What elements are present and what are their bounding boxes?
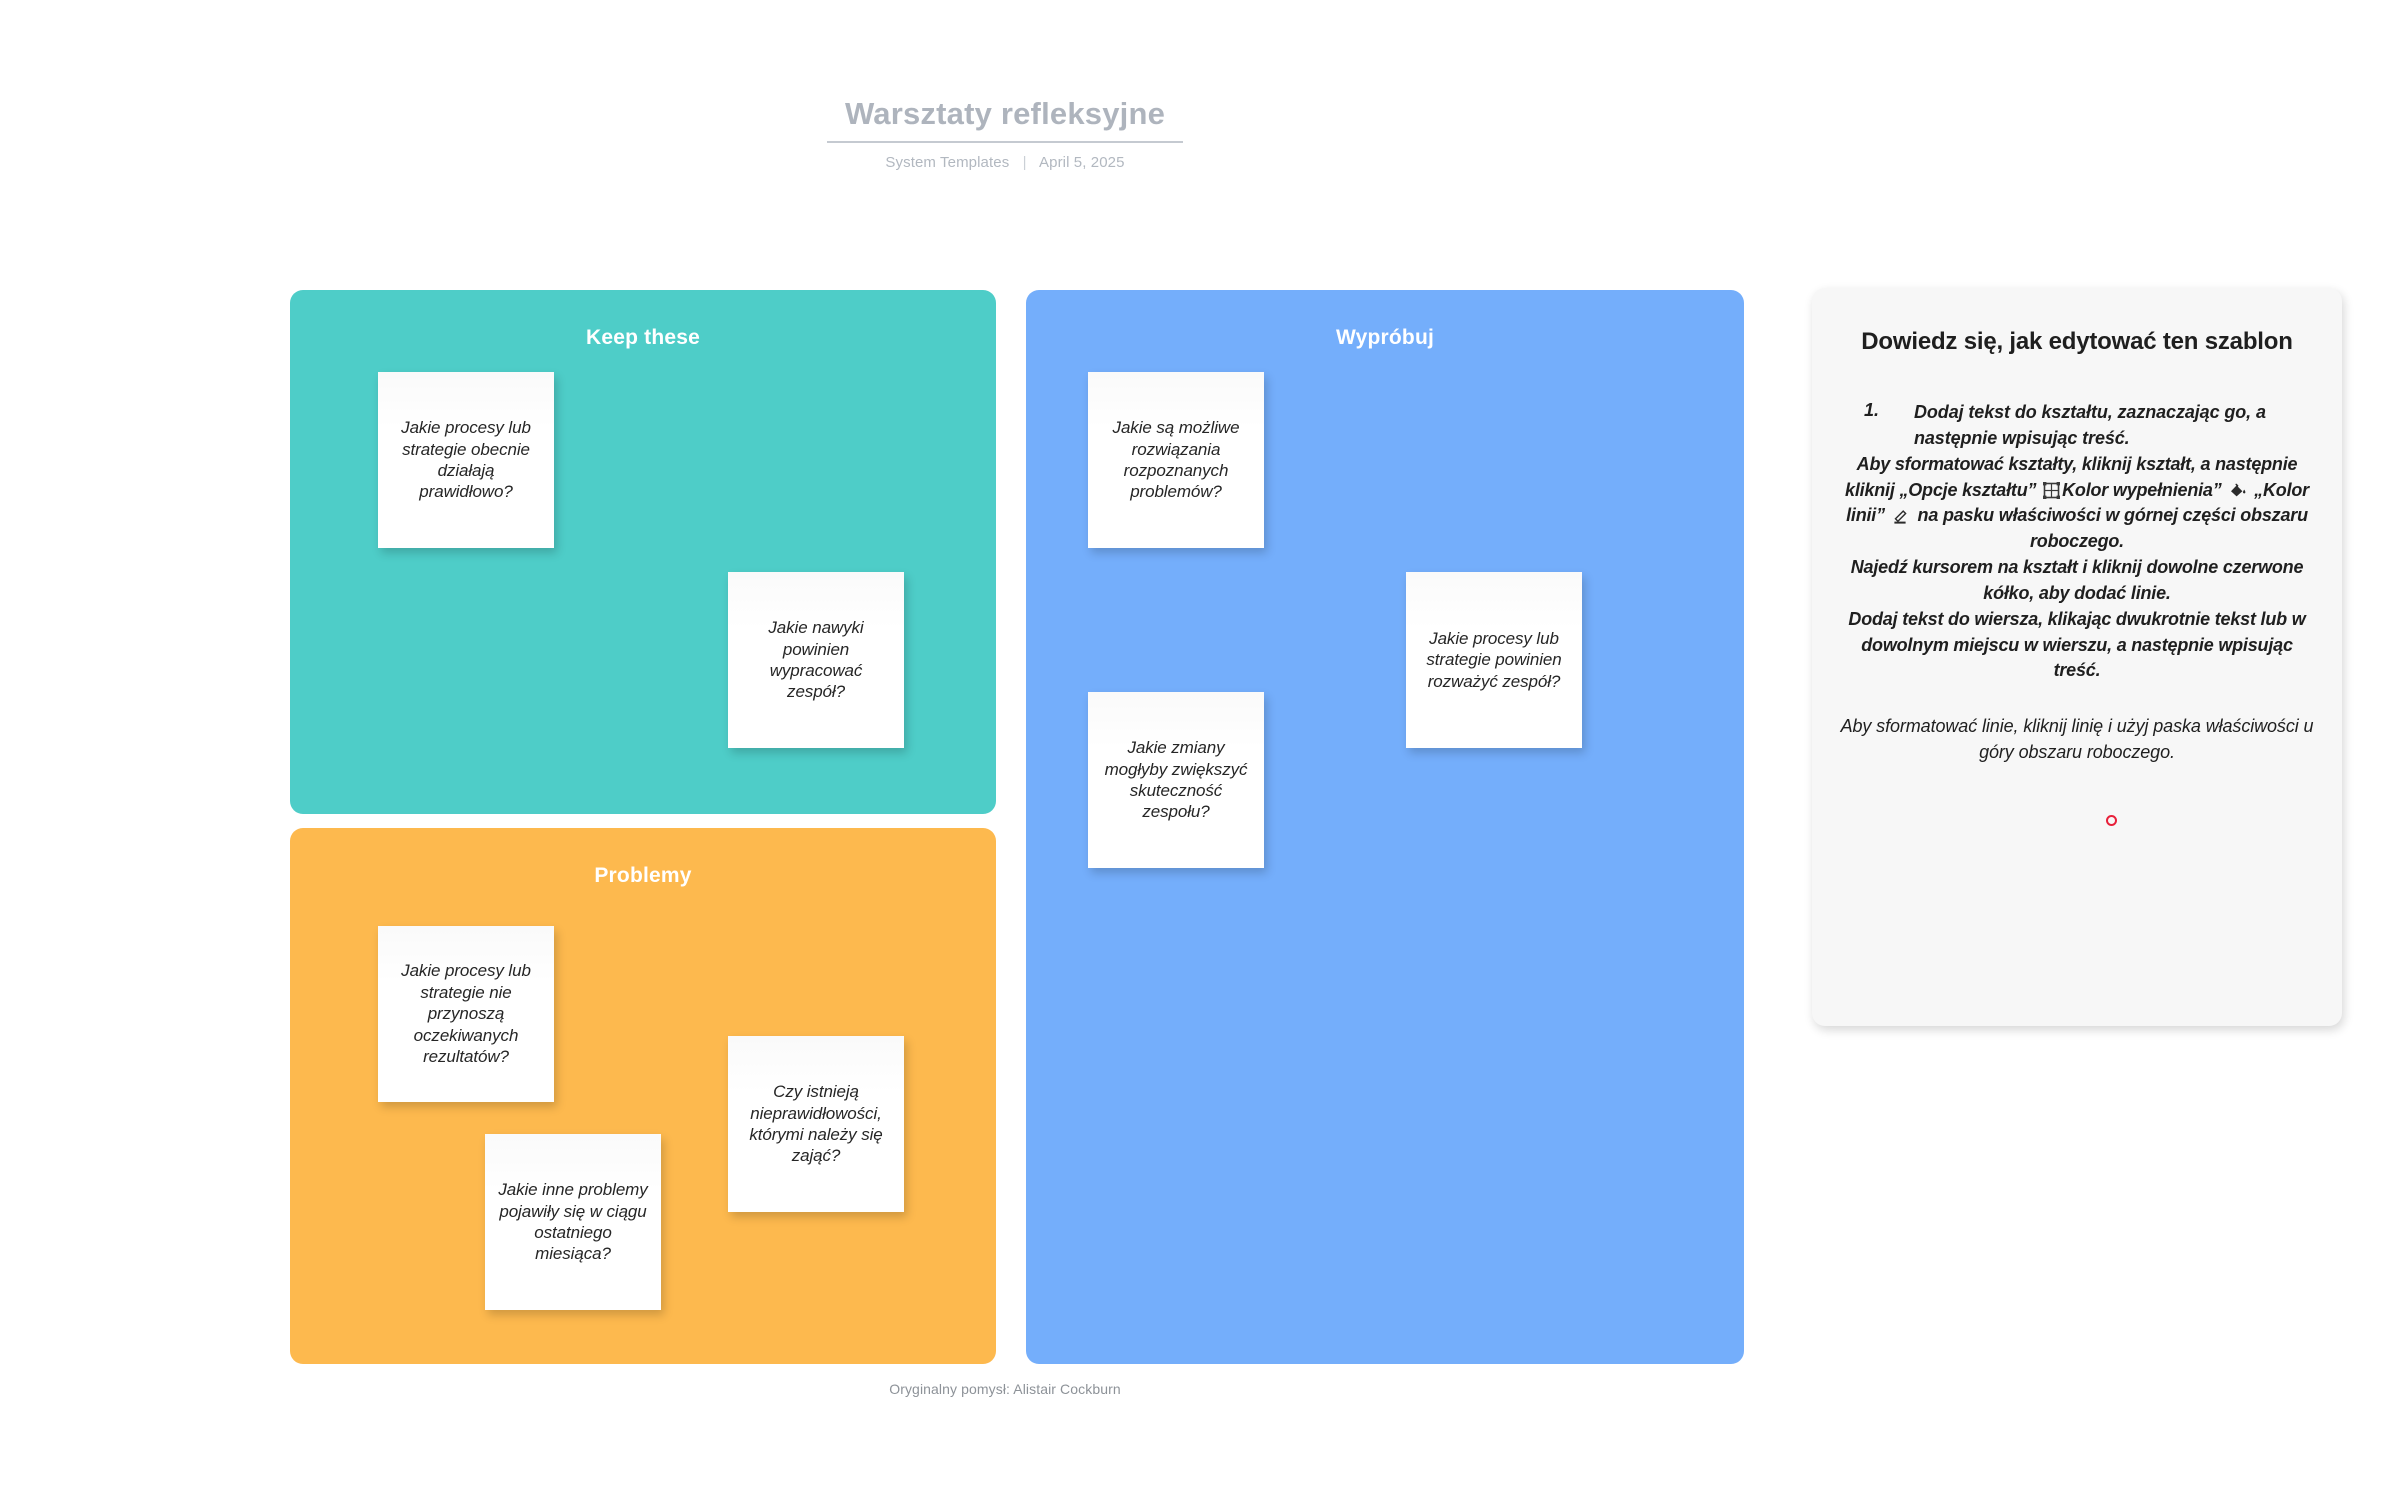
panel-title-wyprobuj: Wypróbuj (1335, 326, 1435, 349)
list-number: 1. (1864, 400, 1880, 420)
document-date: April 5, 2025 (1039, 154, 1125, 171)
instruction-step-1: Dodaj tekst do kształtu, zaznaczając go,… (1914, 402, 2266, 448)
panel-wyprobuj[interactable]: Wypróbuj Jakie są możliwe rozwiązania ro… (1026, 290, 1744, 1364)
instructions-card[interactable]: Dowiedz się, jak edytować ten szablon 1.… (1812, 288, 2342, 1026)
red-circle-handle[interactable] (2106, 815, 2117, 827)
panel-title-keep-these: Keep these (585, 326, 701, 349)
shape-options-icon[interactable] (2043, 481, 2061, 499)
instruction-shape-text-a: Aby sformatować kształty, kliknij kształ… (1845, 454, 2298, 500)
sticky-note-text: Jakie procesy lub strategie powinien roz… (1426, 628, 1562, 691)
footer-credit: Oryginalny pomysł: Alistair Cockburn (889, 1381, 1121, 1397)
instruction-add-lines: Najedź kursorem na kształt i kliknij dow… (1838, 555, 2316, 606)
page-title: Warsztaty refleksyjne (826, 96, 1184, 143)
sticky-note[interactable]: Jakie procesy lub strategie obecnie dzia… (378, 372, 554, 548)
sticky-note[interactable]: Jakie zmiany mogłyby zwiększyć skuteczno… (1088, 692, 1264, 868)
sticky-note-text: Jakie są możliwe rozwiązania rozpoznanyc… (1112, 418, 1240, 502)
panel-title-problemy: Problemy (594, 864, 692, 887)
sticky-note-text: Czy istnieją nieprawidłowości, którymi n… (749, 1082, 883, 1166)
instruction-shape-text-b: Kolor wypełnienia” (2062, 479, 2222, 500)
document-subtitle: System Templates | April 5, 2025 (0, 154, 2010, 171)
sticky-note[interactable]: Jakie nawyki powinien wypracować zespół? (728, 572, 904, 748)
instruction-shape-formatting: Aby sformatować kształty, kliknij kształ… (1838, 452, 2316, 554)
document-source: System Templates (885, 154, 1010, 171)
instruction-circle-text: Najedź kursorem na kształt i kliknij dow… (1850, 557, 2304, 603)
sticky-note-text: Jakie nawyki powinien wypracować zespół? (768, 618, 864, 702)
fill-color-icon[interactable] (2228, 481, 2247, 498)
sticky-note-text: Jakie procesy lub strategie obecnie dzia… (401, 418, 531, 502)
sticky-note[interactable]: Czy istnieją nieprawidłowości, którymi n… (728, 1036, 904, 1212)
instructions-list: 1. Dodaj tekst do kształtu, zaznaczając … (1838, 400, 2316, 827)
instructions-title: Dowiedz się, jak edytować ten szablon (1861, 328, 2293, 355)
subtitle-divider: | (1022, 154, 1027, 171)
line-color-icon[interactable] (1892, 506, 1911, 524)
panel-problemy[interactable]: Problemy Jakie procesy lub strategie nie… (290, 828, 996, 1364)
sticky-note[interactable]: Jakie inne problemy pojawiły się w ciągu… (485, 1134, 661, 1310)
sticky-note-text: Jakie inne problemy pojawiły się w ciągu… (498, 1180, 648, 1264)
sticky-note-text: Jakie zmiany mogłyby zwiększyć skuteczno… (1104, 738, 1248, 822)
sticky-note[interactable]: Jakie są możliwe rozwiązania rozpoznanyc… (1088, 372, 1264, 548)
document-header: Warsztaty refleksyjne System Templates |… (0, 96, 2010, 171)
instruction-row-text: Dodaj tekst do wiersza, klikając dwukrot… (1848, 609, 2306, 681)
sticky-note[interactable]: Jakie procesy lub strategie powinien roz… (1406, 572, 1582, 748)
sticky-note-text: Jakie procesy lub strategie nie przynosz… (401, 961, 531, 1067)
panel-keep-these[interactable]: Keep these Jakie procesy lub strategie o… (290, 290, 996, 814)
sticky-note[interactable]: Jakie procesy lub strategie nie przynosz… (378, 926, 554, 1102)
instruction-shape-text-d: na pasku właściwości w górnej części obs… (1917, 505, 2309, 551)
instruction-shape-text-c: „Kolor linii” (1846, 479, 2309, 526)
instruction-add-row-text: Dodaj tekst do wiersza, klikając dwukrot… (1838, 607, 2316, 827)
instruction-format-lines: Aby sformatować linie, kliknij linię i u… (1840, 716, 2314, 763)
